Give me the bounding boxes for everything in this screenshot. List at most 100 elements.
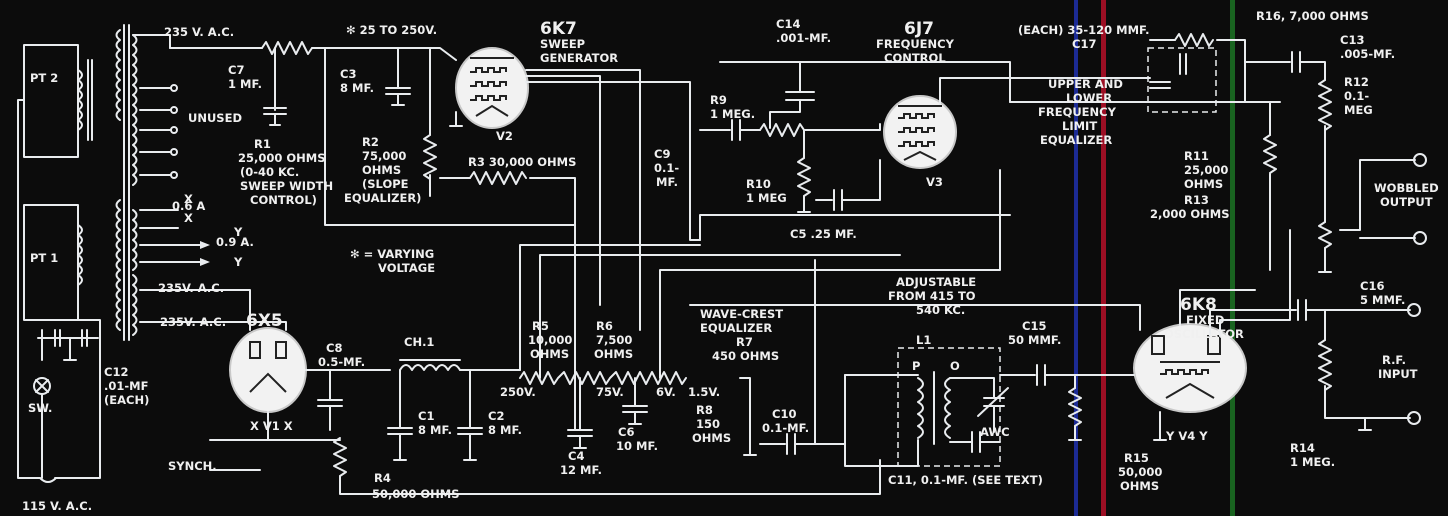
x2-label: X: [184, 211, 193, 225]
r13-value: 2,000 OHMS: [1150, 207, 1230, 221]
mains-labels: C12 .01-MF (EACH) SW. 115 V. A.C.: [22, 365, 149, 513]
r14-label: R14: [1290, 441, 1315, 455]
c9-value: 0.1-: [654, 161, 679, 175]
r15-unit: OHMS: [1120, 479, 1159, 493]
tube-6k8-fn-2: OSCILLATOR: [1164, 327, 1244, 341]
tube-6k8: [1133, 323, 1247, 413]
wobbled-output-jack-1[interactable]: [1413, 153, 1427, 167]
rf-input-jack-1[interactable]: [1407, 303, 1421, 317]
adjustable-label-2: FROM 415 TO: [888, 289, 976, 303]
r11-label: R11: [1184, 149, 1209, 163]
r15-value: 50,000: [1118, 465, 1162, 479]
r4-value: 50,000 OHMS: [372, 487, 460, 501]
r9-label: R9: [710, 93, 727, 107]
c5-label: C5 .25 MF.: [790, 227, 857, 241]
r11-unit: OHMS: [1184, 177, 1223, 191]
freq-control-labels: C14 .001-MF. R9 1 MEG. C9 0.1- MF. R10 1…: [654, 17, 1150, 241]
tube-6j7-label: 6J7: [904, 19, 934, 39]
c16-value: 5 MMF.: [1360, 293, 1405, 307]
adjustable-label-1: ADJUSTABLE: [896, 275, 976, 289]
equalizer-line-2: LOWER: [1066, 91, 1112, 105]
tube-6k7: [455, 47, 529, 129]
tube-labels: 6K7 SWEEP GENERATOR V2 6J7 FREQUENCY CON…: [246, 19, 1244, 443]
c6-value: 10 MF.: [616, 439, 658, 453]
tube-6k8-fn-1: FIXED: [1186, 313, 1224, 327]
c17-box: [1147, 47, 1217, 113]
c4-label: C4: [568, 449, 584, 463]
r1-function-1: SWEEP WIDTH: [240, 179, 333, 193]
ch1-label: CH.1: [404, 335, 434, 349]
r2-label: R2: [362, 135, 379, 149]
r1-value: 25,000 OHMS: [238, 151, 326, 165]
sweep-labels: C7 1 MF. R1 25,000 OHMS (0-40 KC. SWEEP …: [228, 23, 576, 275]
l1-secondary-coil: [944, 377, 951, 439]
c14-label: C14: [776, 17, 800, 31]
r6-label: R6: [596, 319, 613, 333]
v1-label: X V1 X: [250, 419, 293, 433]
c15-label: C15: [1022, 319, 1046, 333]
r6-value: 7,500: [596, 333, 632, 347]
c15-value: 50 MMF.: [1008, 333, 1061, 347]
r6-unit: OHMS: [594, 347, 633, 361]
c2-value: 8 MF.: [488, 423, 522, 437]
i09-label: 0.9 A.: [216, 235, 254, 249]
pt2-label: PT 2: [30, 71, 58, 85]
r14-value: 1 MEG.: [1290, 455, 1335, 469]
tube-6j7: [883, 95, 957, 169]
synch-label: SYNCH.: [168, 459, 217, 473]
wobbled-output-label-2: OUTPUT: [1380, 195, 1433, 209]
v2-label: V2: [496, 129, 513, 143]
switch-label: SW.: [28, 401, 52, 415]
r5-label: R5: [532, 319, 549, 333]
r3-resistor: [469, 171, 527, 185]
v75-label: 75V.: [596, 385, 624, 399]
c10-label: C10: [772, 407, 796, 421]
tube-6j7-fn-2: CONTROL: [884, 51, 946, 65]
c12-note: (EACH): [104, 393, 149, 407]
legend-line-1: ✻ = VARYING: [350, 247, 434, 261]
wobbled-output-jack-2[interactable]: [1413, 231, 1427, 245]
output-labels: R16, 7,000 OHMS C13 .005-MF. R12 0.1- ME…: [1150, 9, 1439, 469]
r2-function-1: (SLOPE: [362, 177, 409, 191]
r1-label: R1: [254, 137, 271, 151]
adjustable-label-3: 540 KC.: [916, 303, 965, 317]
varying-note: ✻ 25 TO 250V.: [346, 23, 437, 37]
r1-resistor: [261, 41, 313, 55]
v235c-label: 235V. A.C.: [160, 315, 226, 329]
power-labels: C8 0.5-MF. CH.1 C1 8 MF. C2 8 MF. SYNCH.…: [168, 307, 809, 501]
c14-value: .001-MF.: [776, 31, 831, 45]
r15-label: R15: [1124, 451, 1149, 465]
c1-label: C1: [418, 409, 434, 423]
red-stripe: [1101, 0, 1106, 516]
r12-value: 0.1-: [1344, 89, 1369, 103]
transformer-labels: PT 2 PT 1 235 V. A.C. UNUSED X X 0.6 A 0…: [30, 25, 254, 329]
r8-unit: OHMS: [692, 431, 731, 445]
r11-value: 25,000: [1184, 163, 1228, 177]
mains-plug-icon: [39, 477, 57, 483]
c12-label: C12: [104, 365, 128, 379]
c6-label: C6: [618, 425, 634, 439]
equalizer-line-1: UPPER AND: [1048, 77, 1123, 91]
unused-label: UNUSED: [188, 111, 242, 125]
y1-label: Y: [233, 225, 243, 239]
r9-value: 1 MEG.: [710, 107, 755, 121]
l1-primary-coil: [917, 377, 924, 439]
r2-function-2: EQUALIZER): [344, 191, 421, 205]
c9-label: C9: [654, 147, 670, 161]
blue-stripe: [1074, 0, 1078, 516]
v235a-label: 235 V. A.C.: [164, 25, 234, 39]
rf-input-jack-2[interactable]: [1407, 411, 1421, 425]
r10-label: R10: [746, 177, 771, 191]
c2-label: C2: [488, 409, 504, 423]
r13-label: R13: [1184, 193, 1209, 207]
c11-label: C11, 0.1-MF. (SEE TEXT): [888, 473, 1043, 487]
rf-input-label-2: INPUT: [1378, 367, 1418, 381]
r2-value: 75,000: [362, 149, 406, 163]
divider-r5-r7: [519, 371, 687, 385]
v250-label: 250V.: [500, 385, 536, 399]
c12-value: .01-MF: [104, 379, 148, 393]
r12-unit: MEG: [1344, 103, 1373, 117]
c8-value: 0.5-MF.: [318, 355, 365, 369]
